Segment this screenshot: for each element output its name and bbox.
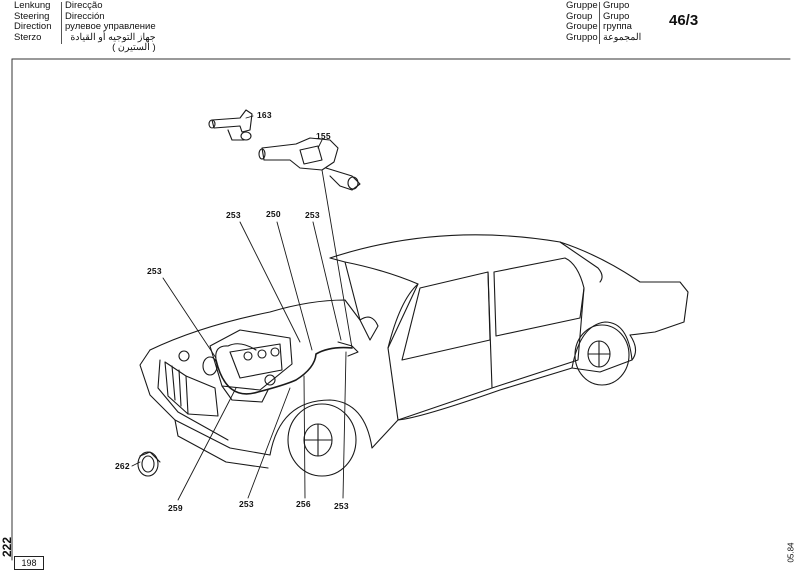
callout-253: 253 [239,499,254,509]
header-text: Grupo [603,10,630,22]
group-number: 46/3 [669,12,699,29]
header-text-arabic: جهاز التوجيه أو القيادة [70,31,156,43]
header-text: Direcção [65,0,103,11]
leader-lines [131,115,353,501]
header-divider [61,2,62,44]
header-text: Gruppo [566,31,598,43]
header-text: Groupe [566,21,598,33]
hose-line [215,343,257,361]
callout-262: 262 [115,461,130,471]
callout-253: 253 [305,210,320,220]
car-body [139,234,689,477]
callout-259: 259 [168,503,183,513]
header-text: Steering [14,10,50,22]
callout-256: 256 [296,499,311,509]
header-text: Direction [14,21,52,33]
header-group-column-left: Gruppe Group Groupe Gruppo [566,0,598,43]
engine-assembly [209,329,293,403]
header-text: группа [603,21,632,33]
header-text-arabic: ( الستيرن ) [112,42,156,54]
header-text: Sterzo [14,31,42,43]
header-text-arabic: المجموعة [603,31,642,43]
header-group-column-translations: Grupo Grupo группа المجموعة [603,0,642,43]
part-262-clamp [137,451,161,477]
callout-253: 253 [334,501,349,511]
header-language-column-left: Lenkung Steering Direction Sterzo [14,0,52,43]
header-divider [599,2,600,44]
header-text: Group [566,10,593,22]
part-155-valve [258,137,361,191]
callout-253: 253 [226,210,241,220]
header-language-column-translations: Direcção Dirección рулевое управление جه… [65,0,156,54]
callout-155: 155 [316,131,331,141]
part-163-fitting [208,109,253,141]
date-code: 05.84 [786,542,796,563]
hose-fitting [337,341,359,357]
header-text: Grupo [603,0,630,11]
callout-253: 253 [147,266,162,276]
callout-163: 163 [257,110,272,120]
header-text: Gruppe [566,0,598,11]
hose-line [215,346,353,395]
callout-250: 250 [266,209,281,219]
header-text: Dirección [65,10,105,22]
header-text: Lenkung [14,0,51,11]
sub-page-number: 198 [14,556,44,570]
header-text: рулевое управление [65,21,156,33]
page-number: 222 [0,536,15,558]
